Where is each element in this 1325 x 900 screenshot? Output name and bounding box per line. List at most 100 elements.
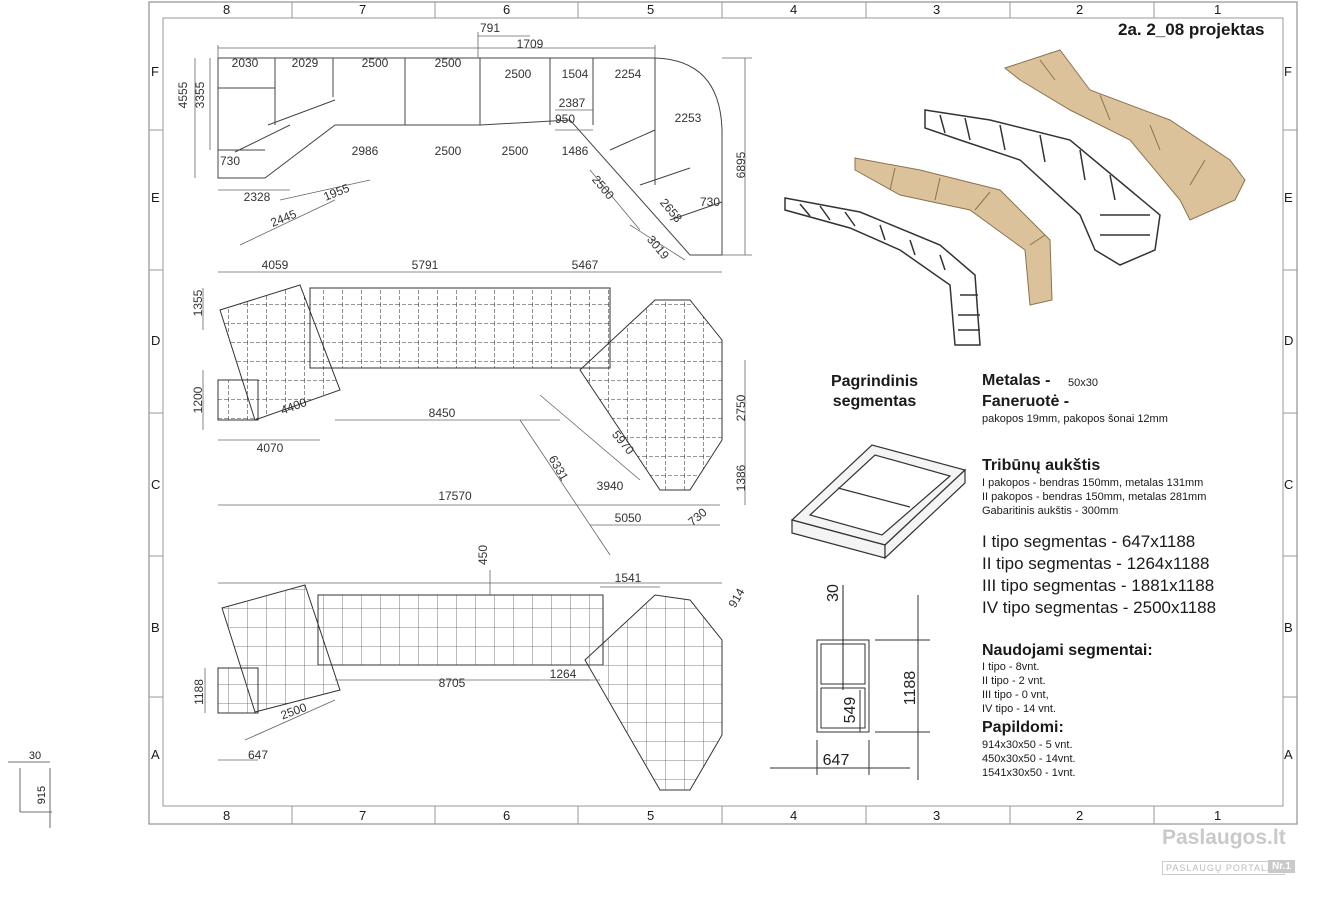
dim-text: 1264 — [550, 667, 577, 681]
zone-row-label: C — [151, 477, 161, 492]
dim-text: 2254 — [615, 67, 642, 81]
dim-text: 4059 — [262, 258, 289, 272]
dim-text: 2500 — [502, 144, 529, 158]
used-line: I tipo - 8vnt. — [982, 661, 1040, 673]
zone-col-label: 5 — [647, 2, 655, 17]
dim-text: 2500 — [435, 144, 462, 158]
zone-row-label: A — [151, 747, 160, 762]
dim-text: 915 — [36, 786, 48, 804]
zone-col-label: 8 — [223, 2, 231, 17]
sheet-inner-frame — [162, 17, 1284, 807]
dim-text: 450 — [476, 545, 490, 565]
dim-text: 549 — [842, 697, 859, 724]
watermark-badge: Nr.1 — [1268, 860, 1295, 873]
dim-text: 914 — [725, 586, 747, 611]
dim-text: 730 — [220, 154, 240, 168]
segment-type: III tipo segmentas - 1881x1188 — [982, 576, 1215, 595]
dim-text: 1486 — [562, 144, 589, 158]
dim-text: 4070 — [257, 441, 284, 455]
dim-text: 4555 — [176, 81, 190, 108]
bottom-plan-dim-texts: 450 1541 914 1188 8705 1264 2500 647 — [192, 545, 748, 762]
dim-text: 1504 — [562, 67, 589, 81]
dim-text: 2445 — [268, 207, 298, 230]
page-title: 2a. 2_08 projektas — [1118, 20, 1265, 39]
main-segment-box — [790, 444, 967, 560]
dim-text: 3355 — [193, 81, 207, 108]
zone-col-label: 7 — [359, 2, 367, 17]
dim-text: 2500 — [362, 56, 389, 70]
bottom-plan-dim-lines — [204, 570, 722, 761]
dim-text: 647 — [823, 752, 850, 769]
isometric-plywood-large — [1003, 49, 1246, 221]
zone-col-label: 1 — [1214, 808, 1222, 823]
zone-row-label: D — [1284, 333, 1294, 348]
watermark-brand: Paslaugos.lt — [1162, 826, 1286, 849]
zone-col-label: 3 — [933, 2, 941, 17]
dim-text: 30 — [29, 750, 41, 762]
extra-title: Papildomi: — [982, 719, 1064, 736]
dim-text: 6331 — [546, 453, 572, 483]
zone-row-label: E — [1284, 190, 1293, 205]
zone-col-label: 1 — [1214, 2, 1222, 17]
height-title: Tribūnų aukštis — [982, 457, 1101, 474]
dim-text: 2253 — [675, 111, 702, 125]
dim-text: 30 — [825, 584, 842, 602]
isometric-plywood-small — [854, 157, 1053, 306]
main-segment-label: Pagrindinis segmentas — [830, 373, 919, 410]
zone-row-label: D — [151, 333, 161, 348]
segment-type: IV tipo segmentas - 2500x1188 — [982, 598, 1217, 617]
dim-text: 2658 — [657, 196, 685, 226]
dim-text: 8450 — [429, 406, 456, 420]
dim-text: 2387 — [559, 96, 586, 110]
zone-row-label: F — [1284, 64, 1292, 79]
dim-text: 1188 — [192, 679, 206, 705]
zone-row-label: E — [151, 190, 160, 205]
dim-text: 3940 — [597, 479, 624, 493]
dim-text: 2328 — [244, 190, 271, 204]
dim-text: 5791 — [412, 258, 439, 272]
dim-text: 1955 — [321, 181, 351, 204]
dim-text: 3019 — [644, 233, 672, 263]
zone-row-label: B — [1284, 620, 1293, 635]
height-line: II pakopos - bendras 150mm, metalas 281m… — [982, 491, 1207, 503]
zone-col-label: 4 — [790, 2, 798, 17]
watermark: Paslaugos.lt PASLAUGŲ PORTALAS Nr.1 — [1160, 826, 1300, 880]
top-plan-outline — [217, 57, 723, 256]
used-line: III tipo - 0 vnt, — [982, 689, 1049, 701]
used-line: IV tipo - 14 vnt. — [982, 703, 1056, 715]
dim-text: 1200 — [191, 386, 205, 413]
bottom-plan-grid — [217, 584, 723, 791]
side-dim-lines — [8, 761, 52, 828]
middle-plan-dim-lines — [202, 271, 746, 556]
dim-text: 2750 — [734, 394, 748, 421]
dim-text: 6895 — [734, 151, 748, 178]
top-plan-dim-lines — [194, 32, 752, 261]
isometric-frame-large — [924, 109, 1161, 266]
dim-text: 1541 — [615, 571, 642, 585]
zone-col-label: 8 — [223, 808, 231, 823]
dim-text: 1386 — [734, 464, 748, 491]
plywood-label: Faneruotė - — [982, 393, 1070, 410]
zone-col-label: 4 — [790, 808, 798, 823]
dim-text: 1355 — [191, 289, 205, 316]
dim-text: 950 — [555, 112, 575, 126]
dim-text: 647 — [248, 748, 268, 762]
used-line: II tipo - 2 vnt. — [982, 675, 1046, 687]
zone-col-label: 3 — [933, 808, 941, 823]
section-dim-texts: 30 549 1188 647 — [823, 584, 919, 769]
segment-type: II tipo segmentas - 1264x1188 — [982, 554, 1210, 573]
dim-text: 1188 — [902, 671, 919, 706]
dim-text: 5467 — [572, 258, 599, 272]
zone-row-label: F — [151, 64, 159, 79]
zone-row-label: B — [151, 620, 160, 635]
dim-text: 2986 — [352, 144, 379, 158]
dim-text: 8705 — [439, 676, 466, 690]
dim-text: 17570 — [438, 489, 472, 503]
metal-value: 50x30 — [1068, 377, 1098, 389]
zone-row-label: C — [1284, 477, 1294, 492]
dim-text: 2029 — [292, 56, 319, 70]
dim-text: 791 — [480, 21, 500, 35]
top-plan-dim-texts: 791 1709 2030 2029 2500 2500 2500 1504 2… — [176, 21, 748, 262]
dim-text: 2500 — [505, 67, 532, 81]
zone-col-label: 2 — [1076, 2, 1084, 17]
